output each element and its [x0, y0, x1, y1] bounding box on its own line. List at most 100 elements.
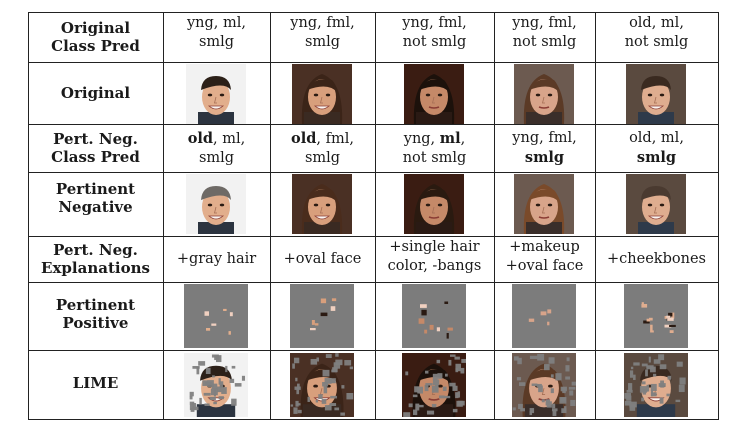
original-face: [514, 64, 574, 124]
pred-line: not smlg: [624, 34, 689, 50]
rule: [595, 12, 596, 420]
pred-line: yng, fml,: [512, 15, 577, 31]
pertinent-positive-map: [184, 284, 248, 348]
explanation-line: +single hair: [389, 239, 480, 255]
rule: [494, 12, 495, 420]
row-header-original-class-pred: Original Class Pred: [28, 12, 163, 62]
figure-table: Original Class Pred Original Pert. Neg. …: [28, 12, 719, 420]
changed-attr: smlg: [636, 148, 677, 166]
orig-pred-cell: yng, ml, smlg: [163, 12, 270, 62]
pred-text: yng,: [403, 130, 440, 147]
lime-map: [290, 353, 354, 417]
pn-pred-cell: old, fml, smlg: [270, 124, 375, 172]
pred-line: smlg: [198, 34, 235, 50]
changed-attr: ml: [439, 129, 461, 147]
pn-pred-cell: yng, fml, smlg: [494, 124, 595, 172]
pred-line: yng, fml,: [512, 129, 576, 148]
pred-text: old, ml,: [629, 129, 684, 146]
pred-text: smlg: [198, 149, 235, 166]
explanation-cell: +oval face: [270, 236, 375, 282]
explanation-line: color, -bangs: [387, 258, 482, 274]
rule: [28, 172, 719, 173]
pertinent-negative-face: [626, 174, 686, 234]
pred-line: yng, fml,: [290, 15, 355, 31]
row-header-line: Pertinent: [55, 296, 136, 314]
orig-pred-cell: old, ml, not smlg: [595, 12, 718, 62]
pred-line: smlg: [637, 148, 676, 168]
row-header-line: Pert. Neg.: [53, 241, 138, 259]
changed-attr: smlg: [524, 148, 565, 166]
lime-map: [624, 353, 688, 417]
rule: [28, 236, 719, 237]
pertinent-positive-map: [290, 284, 354, 348]
row-header-line: Negative: [58, 198, 133, 216]
pertinent-positive-map: [624, 284, 688, 348]
rule-bottom: [28, 419, 719, 420]
rule: [28, 282, 719, 283]
pred-line: smlg: [304, 34, 341, 50]
pertinent-positive-map: [512, 284, 576, 348]
rule: [28, 124, 719, 125]
explanation-cell: +gray hair: [163, 236, 270, 282]
pred-text: not smlg: [402, 149, 467, 166]
pred-text: ,: [460, 130, 466, 147]
pred-line: smlg: [305, 149, 340, 168]
row-header-line: Explanations: [41, 259, 150, 277]
original-face: [626, 64, 686, 124]
row-header-line: Original: [60, 19, 131, 37]
pred-line: not smlg: [402, 34, 467, 50]
row-header-line: Pert. Neg.: [53, 130, 138, 148]
row-header-line: Positive: [62, 314, 129, 332]
lime-map: [512, 353, 576, 417]
pred-line: old, ml,: [629, 129, 684, 148]
pred-text: smlg: [304, 149, 341, 166]
row-header-line: Original: [60, 84, 131, 102]
row-header-lime: LIME: [28, 350, 163, 419]
changed-attr: old: [187, 129, 214, 147]
row-header-line: LIME: [72, 374, 119, 392]
pred-line: yng, ml,: [186, 15, 247, 31]
lime-map: [402, 353, 466, 417]
rule-left: [28, 12, 29, 420]
rule: [163, 12, 164, 420]
explanation-line: +oval face: [505, 258, 584, 274]
rule: [375, 12, 376, 420]
rule: [28, 62, 719, 63]
row-header-line: Pertinent: [55, 180, 136, 198]
explanation-line: +cheekbones: [607, 250, 706, 267]
explanation-line: +gray hair: [176, 250, 257, 267]
explanation-cell: +makeup +oval face: [494, 236, 595, 282]
row-header-line: Class Pred: [51, 37, 140, 55]
orig-pred-cell: yng, fml, not smlg: [494, 12, 595, 62]
explanation-cell: +single hair color, -bangs: [375, 236, 494, 282]
pertinent-positive-map: [402, 284, 466, 348]
explanation-line: +oval face: [283, 250, 362, 267]
pn-pred-cell: old, ml, smlg: [595, 124, 718, 172]
orig-pred-cell: yng, fml, smlg: [270, 12, 375, 62]
rule: [28, 350, 719, 351]
row-header-line: Class Pred: [51, 148, 140, 166]
lime-map: [184, 353, 248, 417]
changed-attr: old: [291, 129, 317, 147]
row-header-explanations: Pert. Neg. Explanations: [28, 236, 163, 282]
pertinent-negative-face: [514, 174, 574, 234]
pred-line: old, ml,: [188, 129, 246, 149]
original-face: [186, 64, 246, 124]
pred-text: yng, fml,: [512, 129, 577, 146]
row-header-original: Original: [28, 62, 163, 124]
pn-pred-cell: yng, ml, not smlg: [375, 124, 494, 172]
pred-text: , ml,: [213, 130, 246, 147]
pred-line: yng, fml,: [402, 15, 467, 31]
orig-pred-cell: yng, fml, not smlg: [375, 12, 494, 62]
rule-right: [718, 12, 719, 420]
pred-line: not smlg: [403, 149, 467, 168]
original-face: [404, 64, 464, 124]
row-header-pertinent-negative: Pertinent Negative: [28, 172, 163, 236]
rule-top: [28, 12, 719, 13]
pertinent-negative-face: [292, 174, 352, 234]
original-face: [292, 64, 352, 124]
pred-line: old, fml,: [291, 129, 354, 149]
pred-line: old, ml,: [629, 15, 684, 31]
pred-line: yng, ml,: [404, 129, 466, 149]
pred-line: smlg: [525, 148, 564, 168]
